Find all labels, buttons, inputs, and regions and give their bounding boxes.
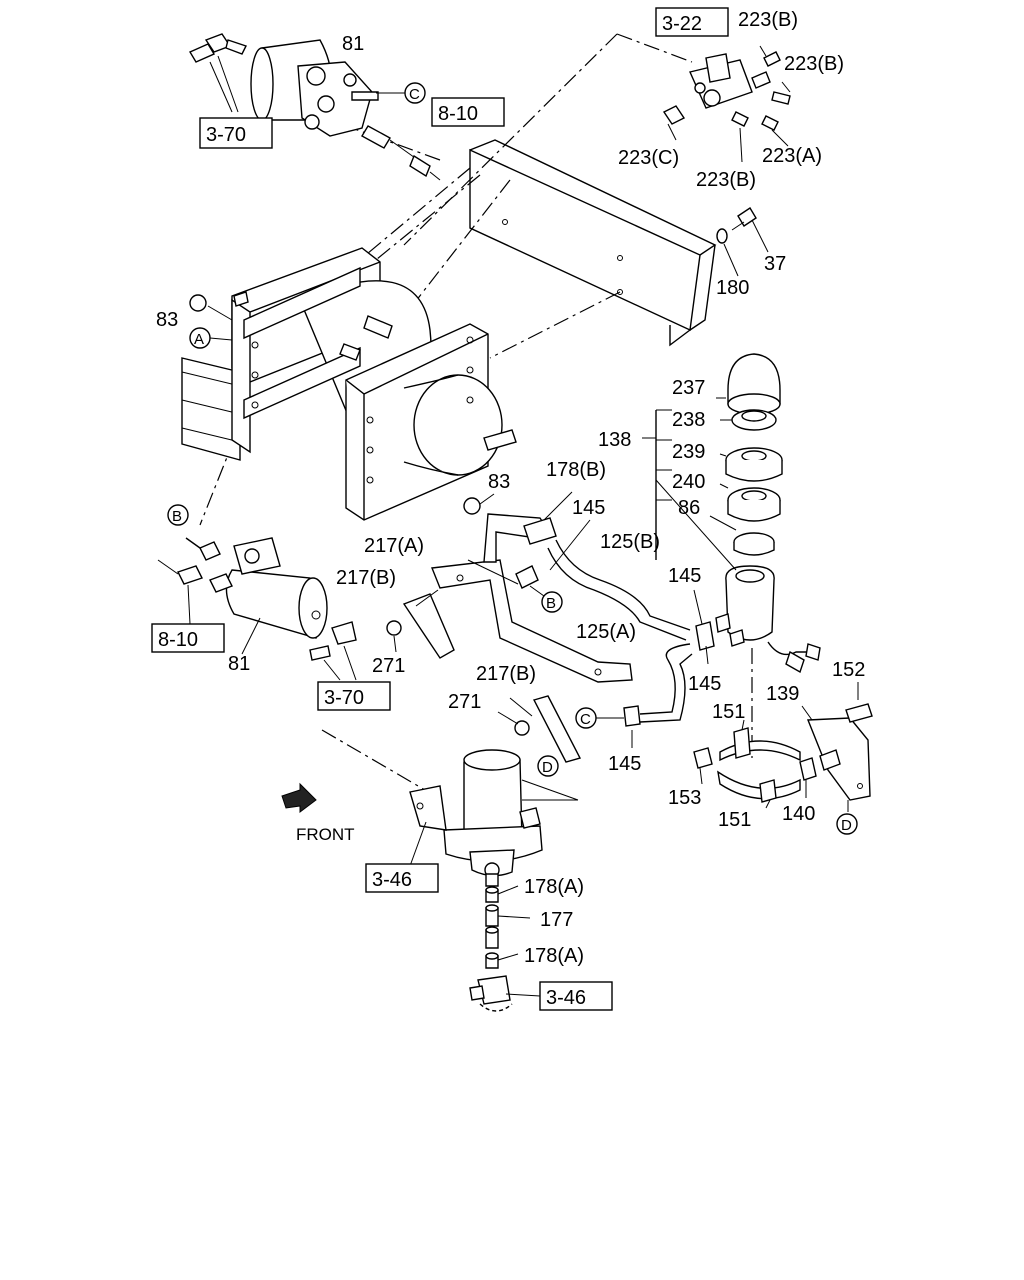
circle-marker: C xyxy=(575,707,624,729)
ref-box[interactable]: 3-70 xyxy=(317,681,391,711)
part-label: 223(B) xyxy=(738,9,798,31)
part-label: 37 xyxy=(764,253,786,275)
valve-assembly-3-22 xyxy=(662,45,791,163)
circle-marker-text: D xyxy=(841,817,852,834)
part-label: 152 xyxy=(832,659,865,681)
circle-marker: D xyxy=(836,813,858,835)
frame-rail xyxy=(469,139,717,347)
part-label: 177 xyxy=(540,909,573,931)
ref-box-text: 3-46 xyxy=(546,987,586,1009)
ref-box[interactable]: 8-10 xyxy=(151,623,225,653)
ref-box[interactable]: 8-10 xyxy=(431,97,505,127)
part-label: 145 xyxy=(608,753,641,775)
circle-marker: A xyxy=(189,327,233,349)
part-label: 239 xyxy=(672,441,705,463)
ref-box-text: 3-46 xyxy=(372,869,412,891)
part-label: 238 xyxy=(672,409,705,431)
circle-marker: B xyxy=(167,504,189,526)
circle-marker-text: C xyxy=(580,711,591,728)
ref-box-text: 8-10 xyxy=(438,103,478,125)
circle-marker-text: B xyxy=(172,508,182,525)
circle-marker-text: D xyxy=(542,759,553,776)
part-label: 240 xyxy=(672,471,705,493)
circle-marker-text: B xyxy=(546,595,556,612)
part-label: 237 xyxy=(672,377,705,399)
ref-box[interactable]: 3-46 xyxy=(539,981,613,1011)
part-label: 138 xyxy=(598,429,631,451)
circle-marker-text: A xyxy=(194,331,204,348)
part-label: 223(A) xyxy=(762,145,822,167)
ref-box-text: 3-22 xyxy=(662,13,702,35)
part-label: 178(A) xyxy=(524,945,584,967)
part-label: 145 xyxy=(688,673,721,695)
part-label: 217(B) xyxy=(476,663,536,685)
reservoir-stack-138 xyxy=(642,353,821,674)
part-label: 151 xyxy=(718,809,751,831)
part-label: 223(B) xyxy=(784,53,844,75)
clamp-bracket xyxy=(693,682,873,812)
circle-marker: C xyxy=(376,82,426,104)
part-label: 81 xyxy=(342,33,364,55)
part-label: 217(A) xyxy=(364,535,424,557)
air-dryer-top xyxy=(250,39,441,181)
bracket-217a xyxy=(402,559,633,763)
air-tank-bracket xyxy=(181,247,517,521)
part-label: 178(B) xyxy=(546,459,606,481)
part-label: 125(A) xyxy=(576,621,636,643)
part-label: 83 xyxy=(156,309,178,331)
part-label: 125(B) xyxy=(600,531,660,553)
part-label: 153 xyxy=(668,787,701,809)
ref-box-text: 8-10 xyxy=(158,629,198,651)
part-label: 151 xyxy=(712,701,745,723)
part-label: 81 xyxy=(228,653,250,675)
part-label: 86 xyxy=(678,497,700,519)
air-dryer-bottom xyxy=(157,537,357,681)
part-label: 180 xyxy=(716,277,749,299)
circle-marker: D xyxy=(537,755,559,777)
circle-marker: B xyxy=(529,585,563,613)
fittings-177-178 xyxy=(469,885,541,1012)
part-label: 145 xyxy=(572,497,605,519)
air-filter-3-46 xyxy=(409,749,579,887)
part-label: 223(B) xyxy=(696,169,756,191)
ref-box-text: 3-70 xyxy=(206,124,246,146)
bolt-washer-37-180 xyxy=(716,207,769,277)
part-label: 145 xyxy=(668,565,701,587)
ref-box[interactable]: 3-46 xyxy=(365,863,439,893)
part-labels: 81 223(B) 223(B) 223(C) 223(A) 223(B) 37… xyxy=(156,9,865,967)
part-label: 217(B) xyxy=(336,567,396,589)
ref-box-text: 3-70 xyxy=(324,687,364,709)
part-label: 140 xyxy=(782,803,815,825)
ref-box[interactable]: 3-22 xyxy=(655,7,729,37)
front-arrow-icon xyxy=(281,782,317,813)
nuts-271 xyxy=(386,620,530,736)
fitting-top-left xyxy=(188,33,247,113)
part-label: 271 xyxy=(448,691,481,713)
front-label: FRONT xyxy=(296,825,355,844)
ref-box[interactable]: 3-70 xyxy=(199,117,273,149)
part-label: 178(A) xyxy=(524,876,584,898)
circle-marker-text: C xyxy=(409,86,420,103)
part-label: 223(C) xyxy=(618,147,679,169)
pipes-125 xyxy=(415,491,715,748)
part-label: 271 xyxy=(372,655,405,677)
part-label: 83 xyxy=(488,471,510,493)
part-label: 139 xyxy=(766,683,799,705)
